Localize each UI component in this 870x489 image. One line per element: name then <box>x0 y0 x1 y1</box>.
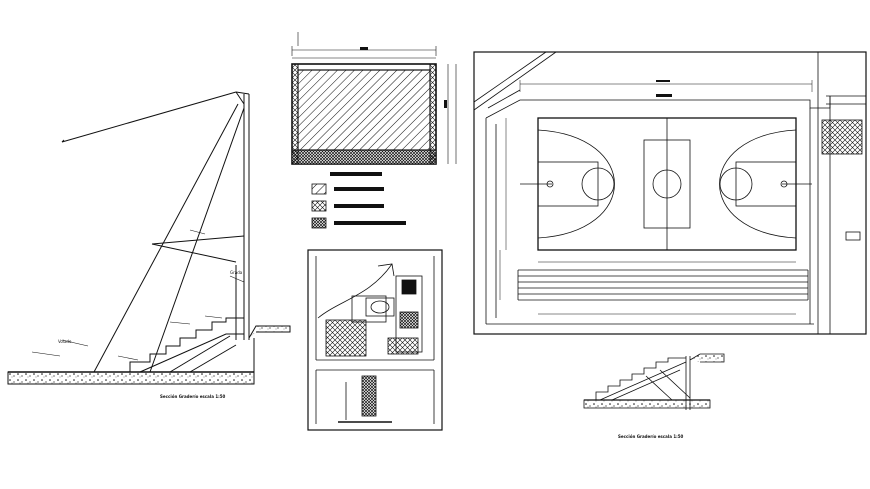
legend-swatch-dense <box>311 217 327 229</box>
court-dim-overall <box>656 80 670 82</box>
hatched-slab-plan <box>291 32 457 165</box>
caption-section-left: Sección Graderío escala 1:50 <box>160 394 226 399</box>
legend-label-3 <box>334 221 406 225</box>
legend-label-1 <box>334 187 384 191</box>
label-volado: Volado <box>58 339 72 344</box>
grandstand-section-left <box>7 91 291 385</box>
texture-legend <box>311 172 406 229</box>
court-title-bar <box>656 94 672 97</box>
site-plan <box>307 249 443 431</box>
legend-label-2 <box>334 204 384 208</box>
legend-title-bar <box>330 172 382 176</box>
court-plan <box>473 51 867 335</box>
legend-swatch-cross <box>311 200 327 212</box>
caption-section-right: Sección Graderío escala 1:50 <box>618 434 684 439</box>
legend-swatch-diagonal <box>311 183 327 195</box>
grandstand-section-right <box>583 353 725 410</box>
label-grada: Grada <box>230 270 243 275</box>
